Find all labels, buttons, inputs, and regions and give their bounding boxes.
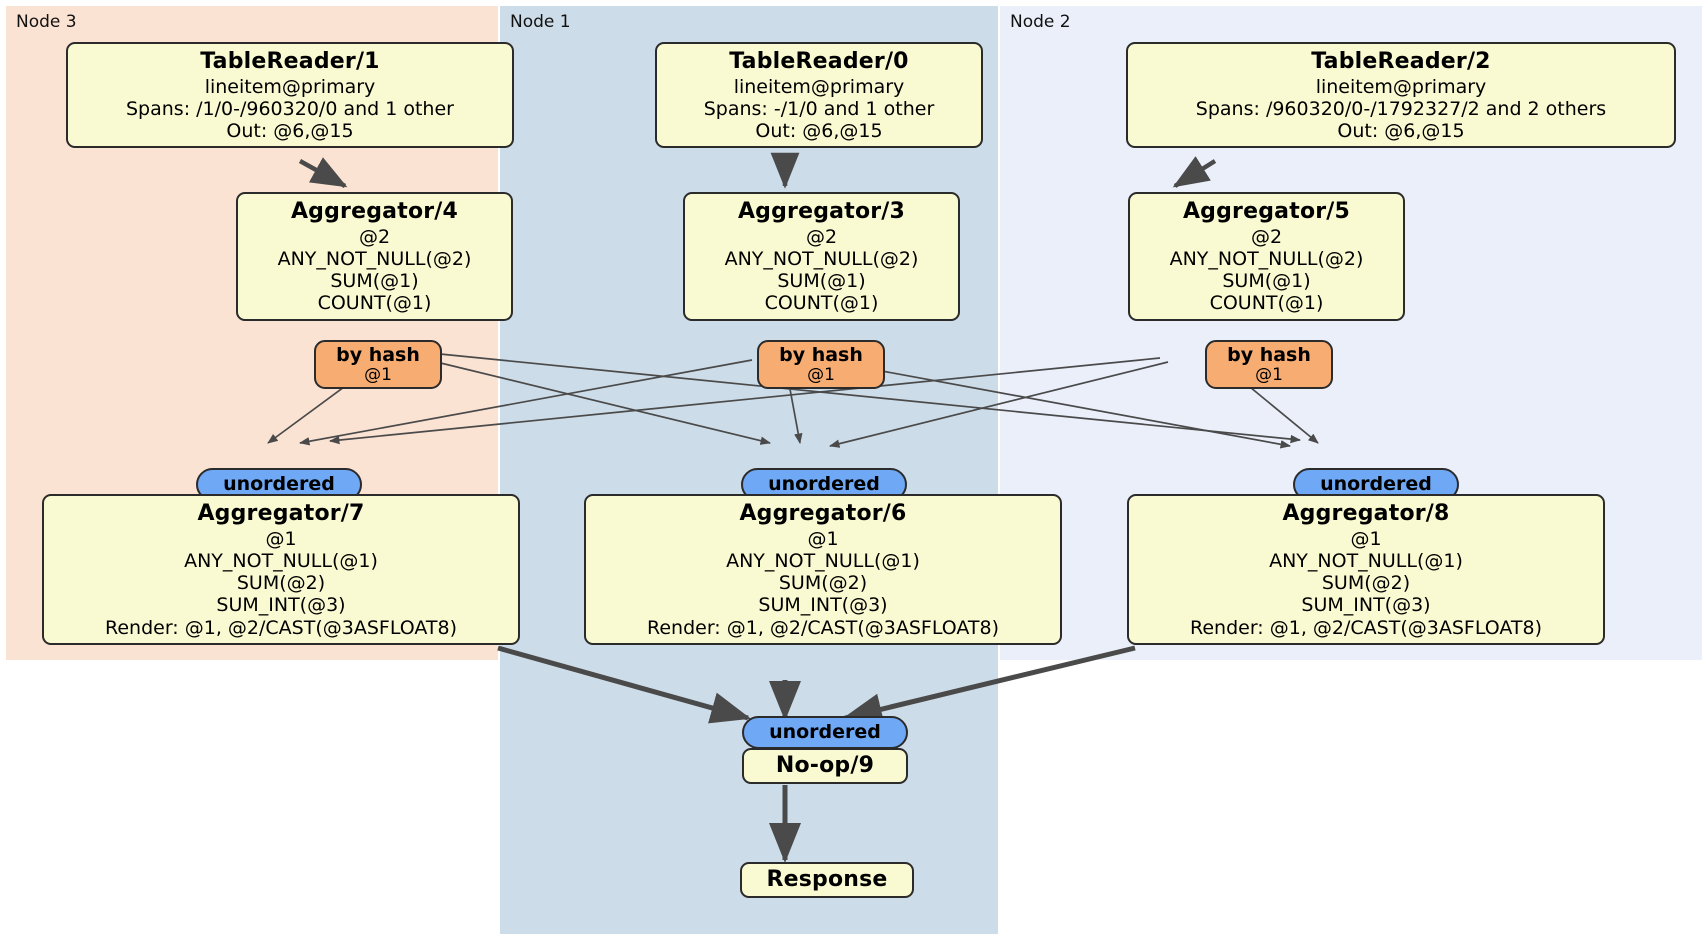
processor-noop-9[interactable]: No-op/9 xyxy=(742,748,908,784)
processor-detail: SUM(@1) xyxy=(330,270,419,293)
processor-detail: SUM(@2) xyxy=(1321,572,1411,595)
processor-detail: ANY_NOT_NULL(@2) xyxy=(277,247,472,270)
processor-title: Response xyxy=(766,867,888,892)
processor-title: Aggregator/5 xyxy=(1182,199,1351,224)
processor-detail: ANY_NOT_NULL(@2) xyxy=(724,247,919,270)
router-label: unordered xyxy=(768,473,880,495)
processor-detail: COUNT(@1) xyxy=(1209,292,1324,315)
processor-title: Aggregator/3 xyxy=(737,199,906,224)
processor-detail: lineitem@primary xyxy=(733,75,905,98)
router-label: by hash xyxy=(1227,344,1311,366)
node-panel-label-node1: Node 1 xyxy=(510,12,571,32)
processor-title: No-op/9 xyxy=(775,753,875,778)
processor-table-reader-1[interactable]: TableReader/1 lineitem@primary Spans: /1… xyxy=(66,42,514,149)
processor-detail: ANY_NOT_NULL(@1) xyxy=(184,549,378,572)
processor-title: Aggregator/6 xyxy=(739,501,907,526)
processor-detail: SUM_INT(@3) xyxy=(216,594,346,617)
router-sublabel: @1 xyxy=(807,365,835,386)
processor-detail: lineitem@primary xyxy=(1315,75,1487,98)
router-label: unordered xyxy=(769,721,881,743)
processor-title: TableReader/1 xyxy=(200,49,380,74)
processor-detail: SUM(@2) xyxy=(236,572,326,595)
processor-detail: SUM_INT(@3) xyxy=(758,594,888,617)
processor-title: Aggregator/8 xyxy=(1282,501,1450,526)
processor-title: TableReader/2 xyxy=(1311,49,1491,74)
edge-tablereader-to-aggregator xyxy=(298,152,1217,189)
processor-detail: @1 xyxy=(265,527,297,550)
processor-detail: Render: @1, @2/CAST(@3ASFLOAT8) xyxy=(105,616,457,639)
processor-detail: ANY_NOT_NULL(@1) xyxy=(726,549,920,572)
processor-response[interactable]: Response xyxy=(740,862,914,898)
router-label: unordered xyxy=(223,473,335,495)
node-panel-label-node2: Node 2 xyxy=(1010,12,1071,32)
processor-detail: Out: @6,@15 xyxy=(1337,120,1465,143)
processor-aggregator-4[interactable]: Aggregator/4 @2 ANY_NOT_NULL(@2) SUM(@1)… xyxy=(236,192,513,321)
processor-detail: @2 xyxy=(805,225,838,248)
processor-detail: COUNT(@1) xyxy=(317,292,432,315)
router-hash-left[interactable]: by hash @1 xyxy=(314,340,442,390)
processor-title: Aggregator/7 xyxy=(197,501,365,526)
processor-detail: Render: @1, @2/CAST(@3ASFLOAT8) xyxy=(1190,616,1542,639)
processor-title: TableReader/0 xyxy=(729,49,909,74)
processor-detail: SUM(@1) xyxy=(1222,270,1311,293)
processor-aggregator-7[interactable]: Aggregator/7 @1 ANY_NOT_NULL(@1) SUM(@2)… xyxy=(42,494,520,645)
router-label: unordered xyxy=(1320,473,1432,495)
processor-detail: @2 xyxy=(1250,225,1283,248)
processor-aggregator-3[interactable]: Aggregator/3 @2 ANY_NOT_NULL(@2) SUM(@1)… xyxy=(683,192,960,321)
processor-detail: Spans: /960320/0-/1792327/2 and 2 others xyxy=(1195,97,1607,120)
processor-title: Aggregator/4 xyxy=(290,199,459,224)
processor-aggregator-6[interactable]: Aggregator/6 @1 ANY_NOT_NULL(@1) SUM(@2)… xyxy=(584,494,1062,645)
processor-detail: Out: @6,@15 xyxy=(226,120,354,143)
node-panel-label-node3: Node 3 xyxy=(16,12,77,32)
processor-aggregator-8[interactable]: Aggregator/8 @1 ANY_NOT_NULL(@1) SUM(@2)… xyxy=(1127,494,1605,645)
router-label: by hash xyxy=(779,344,863,366)
processor-detail: SUM_INT(@3) xyxy=(1301,594,1431,617)
processor-aggregator-5[interactable]: Aggregator/5 @2 ANY_NOT_NULL(@2) SUM(@1)… xyxy=(1128,192,1405,321)
router-sublabel: @1 xyxy=(1255,365,1283,386)
processor-detail: Out: @6,@15 xyxy=(755,120,883,143)
router-hash-center[interactable]: by hash @1 xyxy=(757,340,885,390)
processor-detail: Spans: -/1/0 and 1 other xyxy=(703,97,935,120)
router-unordered-final[interactable]: unordered xyxy=(742,716,908,750)
processor-table-reader-2[interactable]: TableReader/2 lineitem@primary Spans: /9… xyxy=(1126,42,1676,149)
processor-detail: COUNT(@1) xyxy=(764,292,879,315)
processor-detail: @2 xyxy=(358,225,391,248)
processor-detail: lineitem@primary xyxy=(204,75,376,98)
processor-table-reader-0[interactable]: TableReader/0 lineitem@primary Spans: -/… xyxy=(655,42,983,149)
processor-detail: Render: @1, @2/CAST(@3ASFLOAT8) xyxy=(647,616,999,639)
processor-detail: Spans: /1/0-/960320/0 and 1 other xyxy=(126,97,454,120)
processor-detail: ANY_NOT_NULL(@1) xyxy=(1269,549,1463,572)
router-label: by hash xyxy=(336,344,420,366)
router-hash-right[interactable]: by hash @1 xyxy=(1205,340,1333,390)
processor-detail: @1 xyxy=(1350,527,1382,550)
processor-detail: ANY_NOT_NULL(@2) xyxy=(1169,247,1364,270)
edge-aggregator-to-final xyxy=(497,645,1136,725)
processor-detail: @1 xyxy=(807,527,839,550)
router-sublabel: @1 xyxy=(364,365,392,386)
edge-hash-shuffle xyxy=(267,351,1319,449)
processor-detail: SUM(@2) xyxy=(778,572,868,595)
processor-detail: SUM(@1) xyxy=(777,270,866,293)
